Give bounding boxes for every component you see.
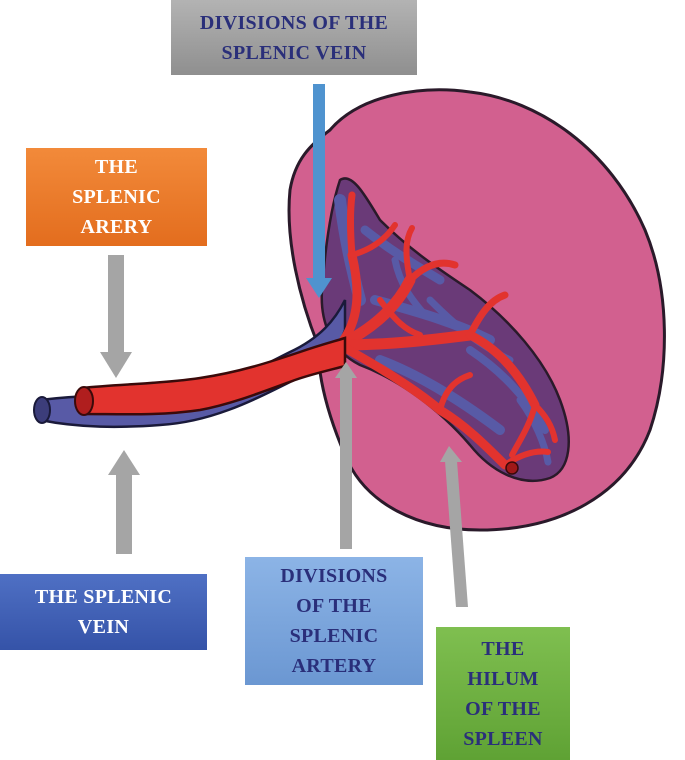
arrow-hilum xyxy=(440,446,468,607)
arrow-divisions-artery xyxy=(335,362,357,549)
label-divisions-splenic-vein-text: DIVISIONS OF THE SPLENIC VEIN xyxy=(199,11,389,64)
artery-branch-end xyxy=(505,461,519,475)
label-divisions-splenic-artery-text: DIVISIONS OF THE SPLENIC ARTERY xyxy=(280,565,388,677)
arrow-splenic-vein xyxy=(108,450,140,554)
splenic-vein-end xyxy=(33,396,51,424)
label-divisions-splenic-artery: DIVISIONS OF THE SPLENIC ARTERY xyxy=(245,557,423,685)
label-splenic-artery: THE SPLENIC ARERY xyxy=(26,148,207,246)
splenic-artery xyxy=(80,336,347,416)
splenic-artery-end xyxy=(74,386,94,416)
arrow-divisions-vein xyxy=(306,84,332,298)
label-hilum-text: THE HILUM OF THE SPLEEN xyxy=(463,637,543,750)
label-divisions-splenic-vein: DIVISIONS OF THE SPLENIC VEIN xyxy=(171,0,417,75)
hilum-region xyxy=(320,177,570,483)
label-splenic-artery-text: THE SPLENIC ARERY xyxy=(72,156,161,238)
label-splenic-vein-text: THE SPLENIC VEIN xyxy=(34,586,173,638)
label-hilum: THE HILUM OF THE SPLEEN xyxy=(436,627,570,760)
artery-branches xyxy=(334,191,558,470)
label-splenic-vein: THE SPLENIC VEIN xyxy=(0,574,207,650)
arrow-splenic-artery xyxy=(100,255,132,378)
